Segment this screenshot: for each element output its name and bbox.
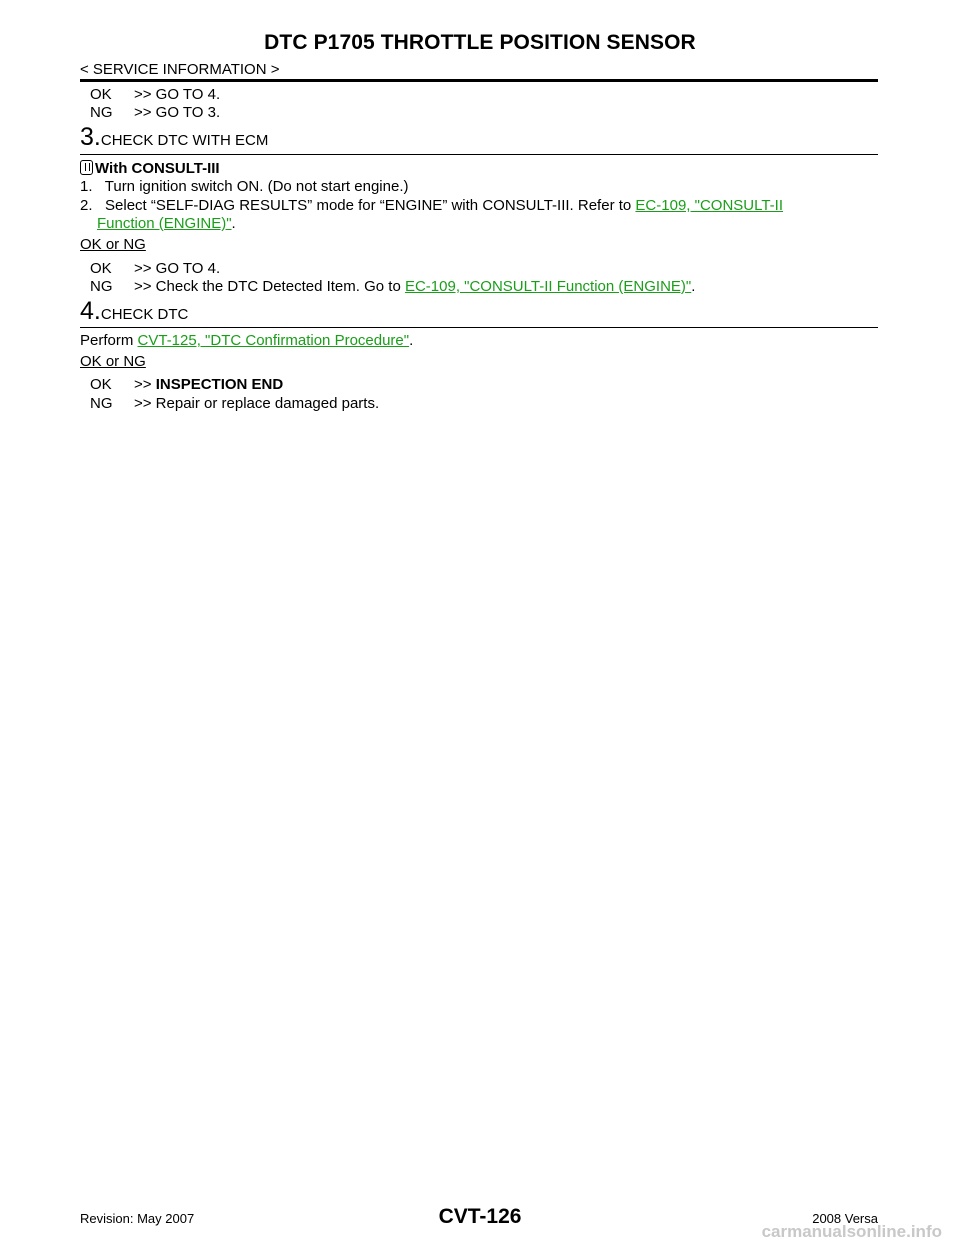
consult-tool-icon bbox=[80, 160, 93, 175]
ng-text: >> Check the DTC Detected Item. Go to bbox=[134, 278, 405, 295]
revision-date: Revision: May 2007 bbox=[80, 1211, 195, 1226]
ng-code: NG bbox=[90, 278, 113, 295]
consult-line: With CONSULT-III bbox=[80, 160, 220, 178]
ec109-link[interactable]: EC-109, "CONSULT-II bbox=[635, 197, 784, 214]
ng-code: NG bbox=[90, 395, 113, 412]
step3-title: CHECK DTC WITH ECM bbox=[100, 132, 269, 149]
step4-number: 4. bbox=[80, 297, 101, 325]
header-rule bbox=[80, 79, 878, 82]
step3-item2: 2. Select “SELF-DIAG RESULTS” mode for “… bbox=[80, 197, 783, 215]
step3-ok-line: OK >> GO TO 4. bbox=[90, 260, 220, 278]
step3-item2-text: 2. Select “SELF-DIAG RESULTS” mode for “… bbox=[80, 197, 636, 214]
ng-code: NG bbox=[90, 104, 113, 121]
step3-heading: 3.CHECK DTC WITH ECM bbox=[80, 123, 268, 152]
page-id: CVT-126 bbox=[438, 1205, 522, 1228]
top-ok-line: OK >> GO TO 4. bbox=[90, 86, 220, 104]
ng-text: >> GO TO 3. bbox=[134, 104, 221, 121]
ok-text: >> GO TO 4. bbox=[134, 260, 221, 277]
ok-code: OK bbox=[90, 376, 112, 393]
step4-ok-line: OK >> INSPECTION END bbox=[90, 376, 283, 394]
ok-or-ng-label: OK or NG bbox=[80, 353, 146, 370]
section-label: < SERVICE INFORMATION > bbox=[80, 61, 280, 78]
ec109-link-cont[interactable]: Function (ENGINE)" bbox=[97, 215, 232, 232]
period: . bbox=[409, 332, 414, 349]
model-year: 2008 Versa bbox=[812, 1211, 878, 1226]
consult-label: With CONSULT-III bbox=[95, 160, 220, 177]
cvt125-link[interactable]: CVT-125, "DTC Confirmation Procedure" bbox=[137, 332, 410, 349]
ec109-function-link[interactable]: EC-109, "CONSULT-II Function (ENGINE)" bbox=[404, 278, 692, 295]
top-ng-line: NG >> GO TO 3. bbox=[90, 104, 220, 122]
ok-text: >> GO TO 4. bbox=[134, 86, 221, 103]
page-title: DTC P1705 THROTTLE POSITION SENSOR bbox=[264, 31, 696, 54]
ok-or-ng-label: OK or NG bbox=[80, 236, 146, 253]
perform-text: Perform bbox=[80, 332, 138, 349]
step4-heading: 4.CHECK DTC bbox=[80, 297, 188, 326]
inspection-end-text: INSPECTION END bbox=[155, 376, 284, 393]
step3-ng-line: NG>> Check the DTC Detected Item. Go to … bbox=[90, 278, 695, 296]
ok-arrow: >> bbox=[134, 376, 156, 393]
step3-rule bbox=[80, 154, 878, 155]
period: . bbox=[691, 278, 696, 295]
step3-item2-cont: Function (ENGINE)". bbox=[97, 215, 236, 233]
step4-ng-line: NG >> Repair or replace damaged parts. bbox=[90, 395, 379, 413]
ok-code: OK bbox=[90, 86, 112, 103]
period: . bbox=[231, 215, 236, 232]
watermark: carmanualsonline.info bbox=[761, 1222, 942, 1241]
step4-title: CHECK DTC bbox=[100, 306, 189, 323]
step4-rule bbox=[80, 327, 878, 328]
step3-number: 3. bbox=[80, 123, 101, 151]
ng-text: >> Repair or replace damaged parts. bbox=[134, 395, 380, 412]
ok-code: OK bbox=[90, 260, 112, 277]
perform-line: Perform CVT-125, "DTC Confirmation Proce… bbox=[80, 332, 413, 350]
step3-item1: 1. Turn ignition switch ON. (Do not star… bbox=[80, 178, 409, 195]
